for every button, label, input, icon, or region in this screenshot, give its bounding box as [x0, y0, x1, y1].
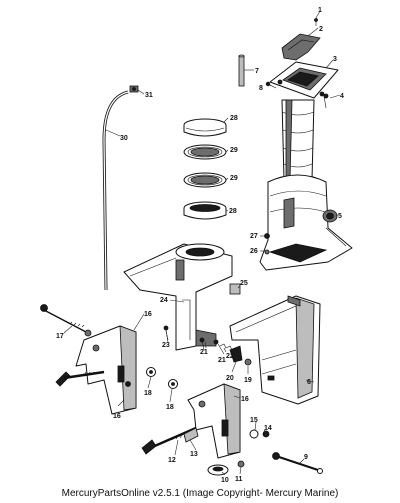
part-21-screws	[199, 337, 219, 351]
callout-16-upper: 16	[144, 311, 152, 318]
part-15-washer	[249, 429, 259, 439]
part-10-pad	[207, 464, 229, 476]
callout-28-lower: 28	[229, 208, 237, 215]
part-28-lower-ring	[183, 201, 227, 220]
exploded-parts-diagram: 1 2 3 4 5 6 7 8 9 10 11 12 13 14 15 16 1…	[40, 7, 353, 484]
part-29-lower-bearing	[183, 172, 227, 188]
part-31-clip	[129, 85, 139, 93]
part-18-left-washer	[146, 367, 156, 377]
callout-29-upper: 29	[230, 147, 238, 154]
leader-lines	[63, 10, 341, 476]
part-23-screw	[163, 325, 169, 343]
part-28-upper-ring	[183, 118, 227, 137]
callout-22: 22	[226, 353, 234, 360]
callout-31: 31	[145, 92, 153, 99]
part-16-middle-clamp-bracket	[187, 383, 241, 459]
callout-25: 25	[240, 280, 248, 287]
part-24-swivel-bracket	[123, 243, 233, 351]
callout-20: 20	[226, 375, 234, 382]
callout-18-left: 18	[144, 390, 152, 397]
callout-13: 13	[190, 451, 198, 458]
part-26-washer	[264, 249, 270, 255]
callout-17: 17	[56, 333, 64, 340]
callout-16-middle: 16	[241, 396, 249, 403]
callout-9: 9	[304, 454, 308, 461]
callout-27: 27	[250, 233, 258, 240]
part-left-clamp-screw	[55, 370, 105, 387]
part-19-nut	[244, 358, 252, 366]
part-13-handle	[183, 427, 199, 443]
callout-11: 11	[235, 476, 243, 483]
part-18-middle-washer	[168, 379, 178, 389]
callout-7: 7	[255, 68, 259, 75]
callout-12: 12	[168, 457, 176, 464]
callout-4: 4	[340, 93, 344, 100]
part-12-clamp-screw	[141, 426, 197, 455]
callout-30: 30	[120, 135, 128, 142]
part-7-pin	[238, 54, 245, 87]
callout-2: 2	[319, 26, 323, 33]
part-1-screw	[314, 18, 318, 26]
part-17-bolt	[40, 304, 92, 337]
callout-28-upper: 28	[230, 115, 238, 122]
part-2-cover-plate	[281, 33, 321, 61]
callout-5: 5	[338, 213, 342, 220]
callout-1: 1	[318, 7, 322, 14]
part-9-rod	[272, 452, 323, 474]
drive-shaft-housing	[259, 99, 353, 271]
callout-29-lower: 29	[230, 175, 238, 182]
part-25-block	[229, 283, 241, 295]
part-5-plug	[322, 209, 338, 223]
part-27-nut	[264, 233, 270, 239]
callout-14: 14	[264, 425, 272, 432]
callout-6: 6	[307, 379, 311, 386]
part-30-tube	[102, 90, 129, 291]
callout-23: 23	[162, 342, 170, 349]
callout-10: 10	[221, 477, 229, 484]
callout-8: 8	[259, 85, 263, 92]
callout-24: 24	[160, 297, 168, 304]
callout-3: 3	[333, 56, 337, 63]
part-14-nut	[262, 430, 270, 438]
callout-21-left: 21	[200, 349, 208, 356]
part-4-bolt	[323, 93, 329, 109]
callout-19: 19	[244, 377, 252, 384]
part-6-lower-housing	[229, 295, 321, 405]
callout-21-right: 21	[218, 357, 226, 364]
callout-15: 15	[250, 417, 258, 424]
part-3-top-plate	[269, 61, 339, 99]
part-22-spring	[219, 343, 233, 351]
callout-labels: 1 2 3 4 5 6 7 8 9 10 11 12 13 14 15 16 1…	[56, 7, 344, 484]
copyright-footer: MercuryPartsOnline v2.5.1 (Image Copyrig…	[61, 488, 339, 499]
part-20-lever	[229, 345, 243, 363]
callout-18-middle: 18	[166, 404, 174, 411]
callout-16-left: 16	[113, 413, 121, 420]
callout-26: 26	[250, 248, 258, 255]
part-29-upper-bearing	[183, 144, 227, 160]
part-11-nut	[237, 460, 245, 468]
part-16-left-clamp-bracket	[75, 325, 137, 415]
